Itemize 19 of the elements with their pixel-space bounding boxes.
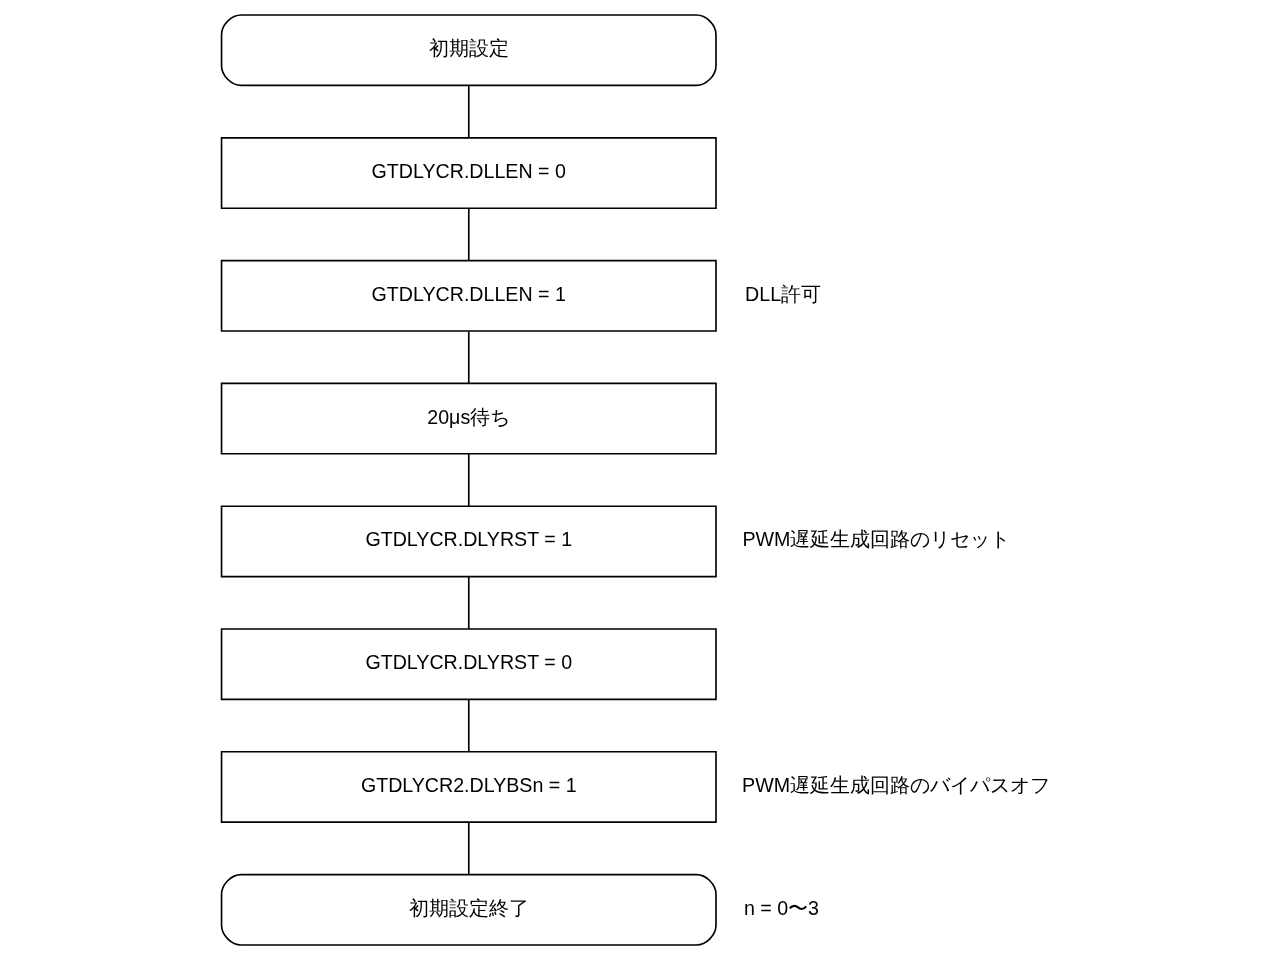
node-label: DLL許可 xyxy=(744,282,821,305)
node-box: 初期設定 xyxy=(220,14,717,87)
node-label: PWM遅延生成回路のリセット xyxy=(741,528,1010,551)
node-box: 20μs待ち xyxy=(220,382,717,455)
connector xyxy=(467,330,470,385)
connector xyxy=(467,207,470,262)
connector xyxy=(467,698,470,753)
node-label: PWM遅延生成回路のバイパスオフ xyxy=(741,774,1050,797)
connector xyxy=(467,453,470,507)
node-box: GTDLYCR.DLLEN = 1 xyxy=(220,259,717,332)
connector xyxy=(467,576,470,630)
node-box: 初期設定終了 xyxy=(220,873,717,946)
node-box: GTDLYCR.DLLEN = 0 xyxy=(220,137,717,210)
connector xyxy=(467,821,470,876)
node-box: GTDLYCR.DLYRST = 1 xyxy=(220,505,717,578)
node-box: GTDLYCR.DLYRST = 0 xyxy=(220,628,717,701)
node-box: GTDLYCR2.DLYBSn = 1 xyxy=(220,750,717,823)
label: n = 0〜3 xyxy=(743,896,819,919)
connector xyxy=(467,84,470,139)
